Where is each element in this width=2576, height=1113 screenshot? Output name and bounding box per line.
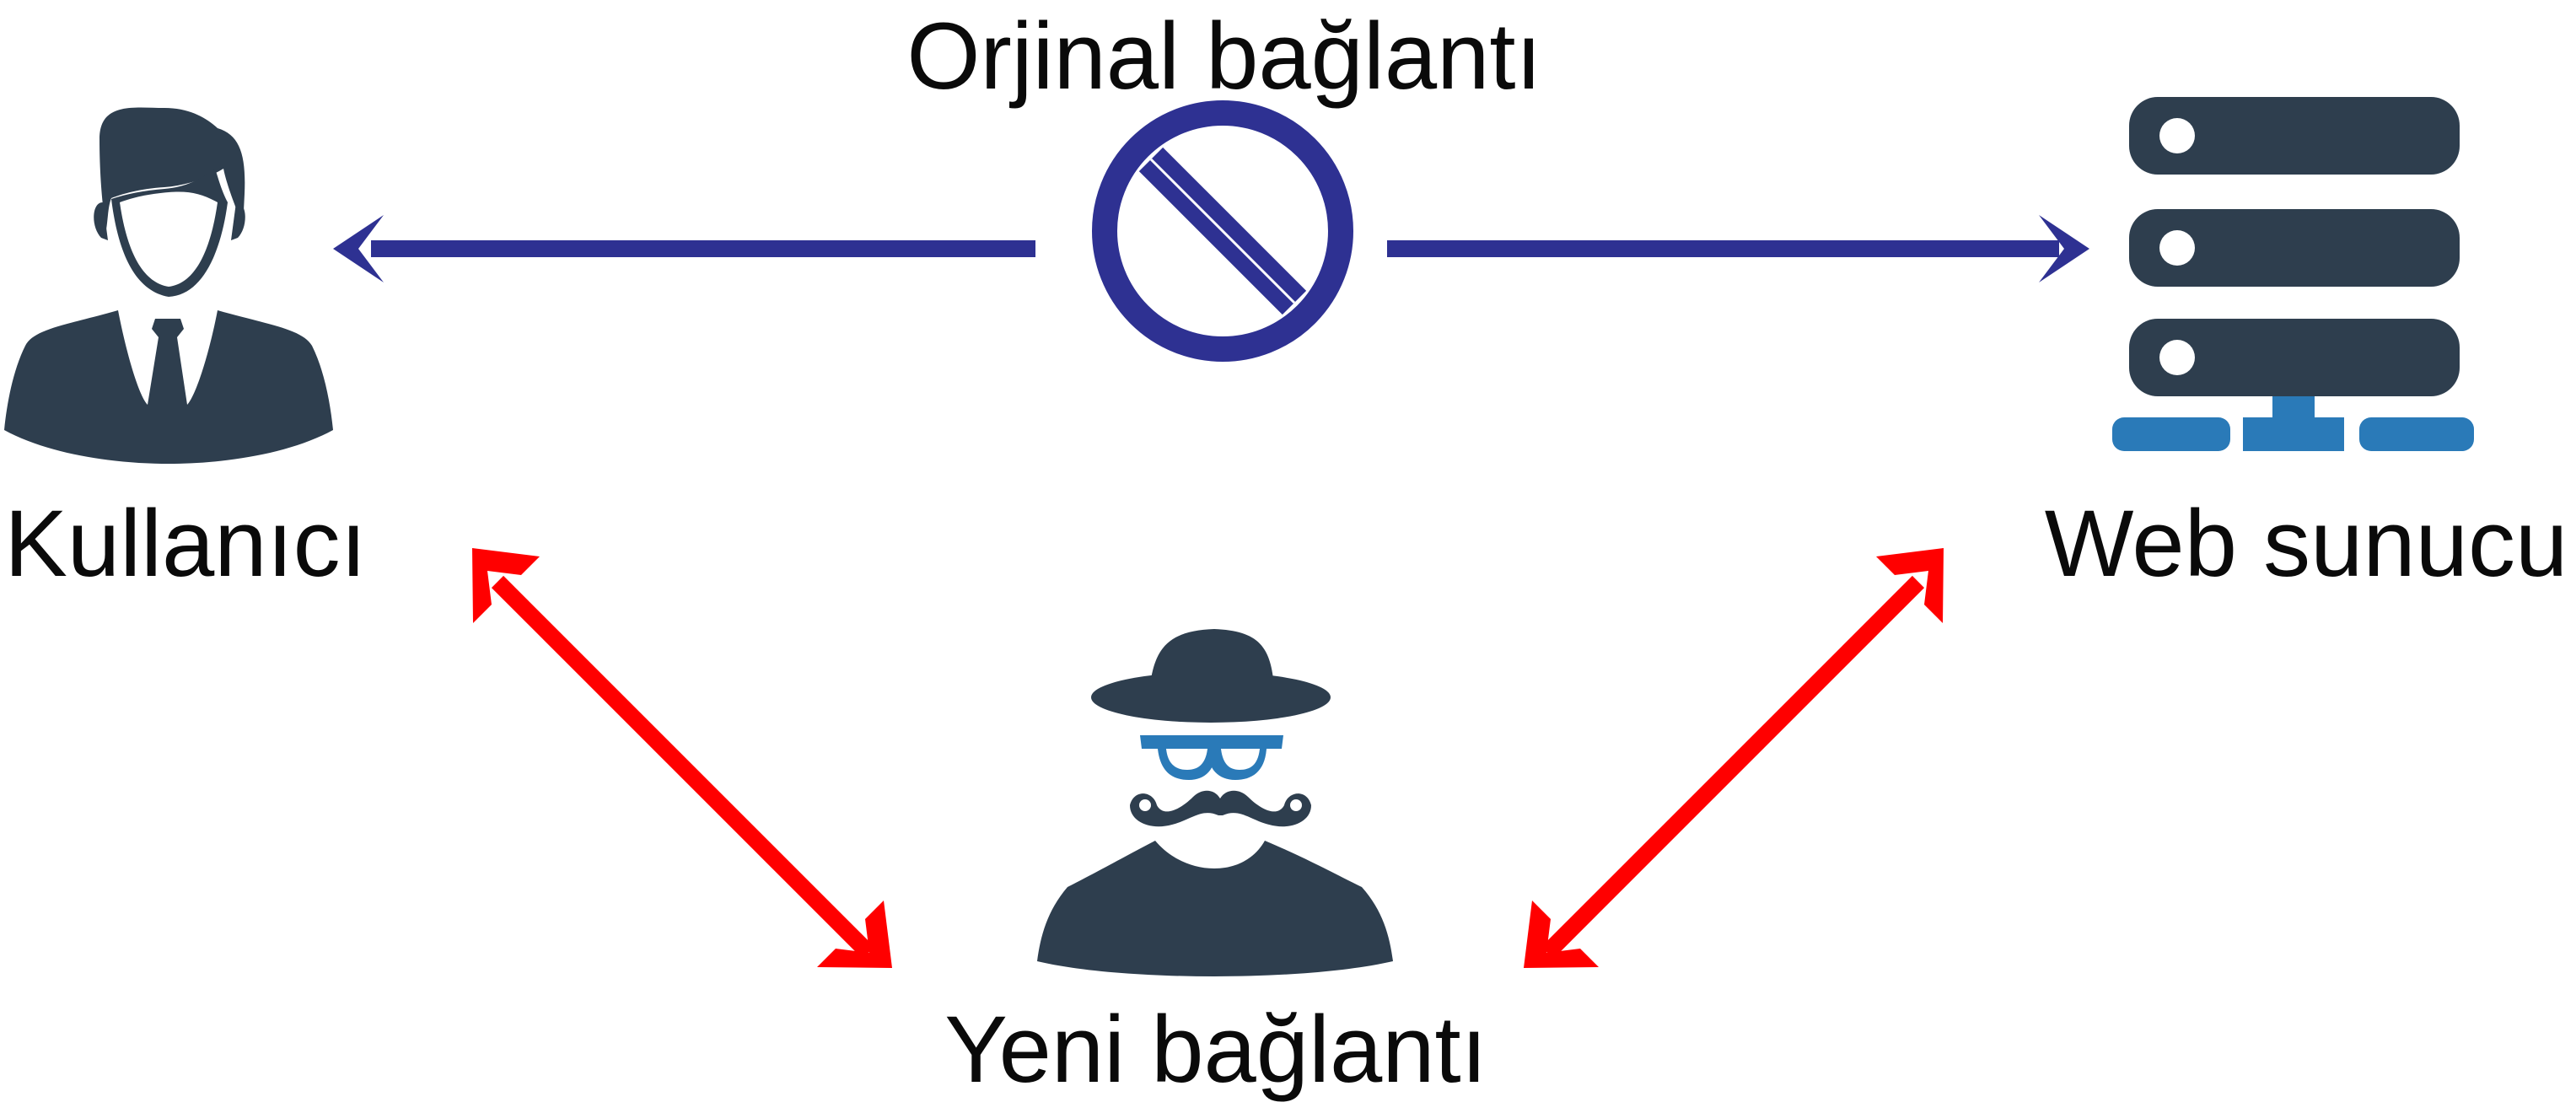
original-connection-arrows [333,215,2089,282]
user-icon [4,107,333,464]
user-label: Kullanıcı [4,491,367,596]
original-connection-label: Orjinal bağlantı [906,3,1541,109]
blocked-icon [1092,100,1353,362]
new-connection-arrows [472,548,1944,968]
web-server-label: Web sunucu [2045,491,2568,596]
attacker-icon [1037,629,1393,976]
new-connection-label: Yeni bağlantı [944,997,1487,1102]
server-icon [2112,97,2474,451]
